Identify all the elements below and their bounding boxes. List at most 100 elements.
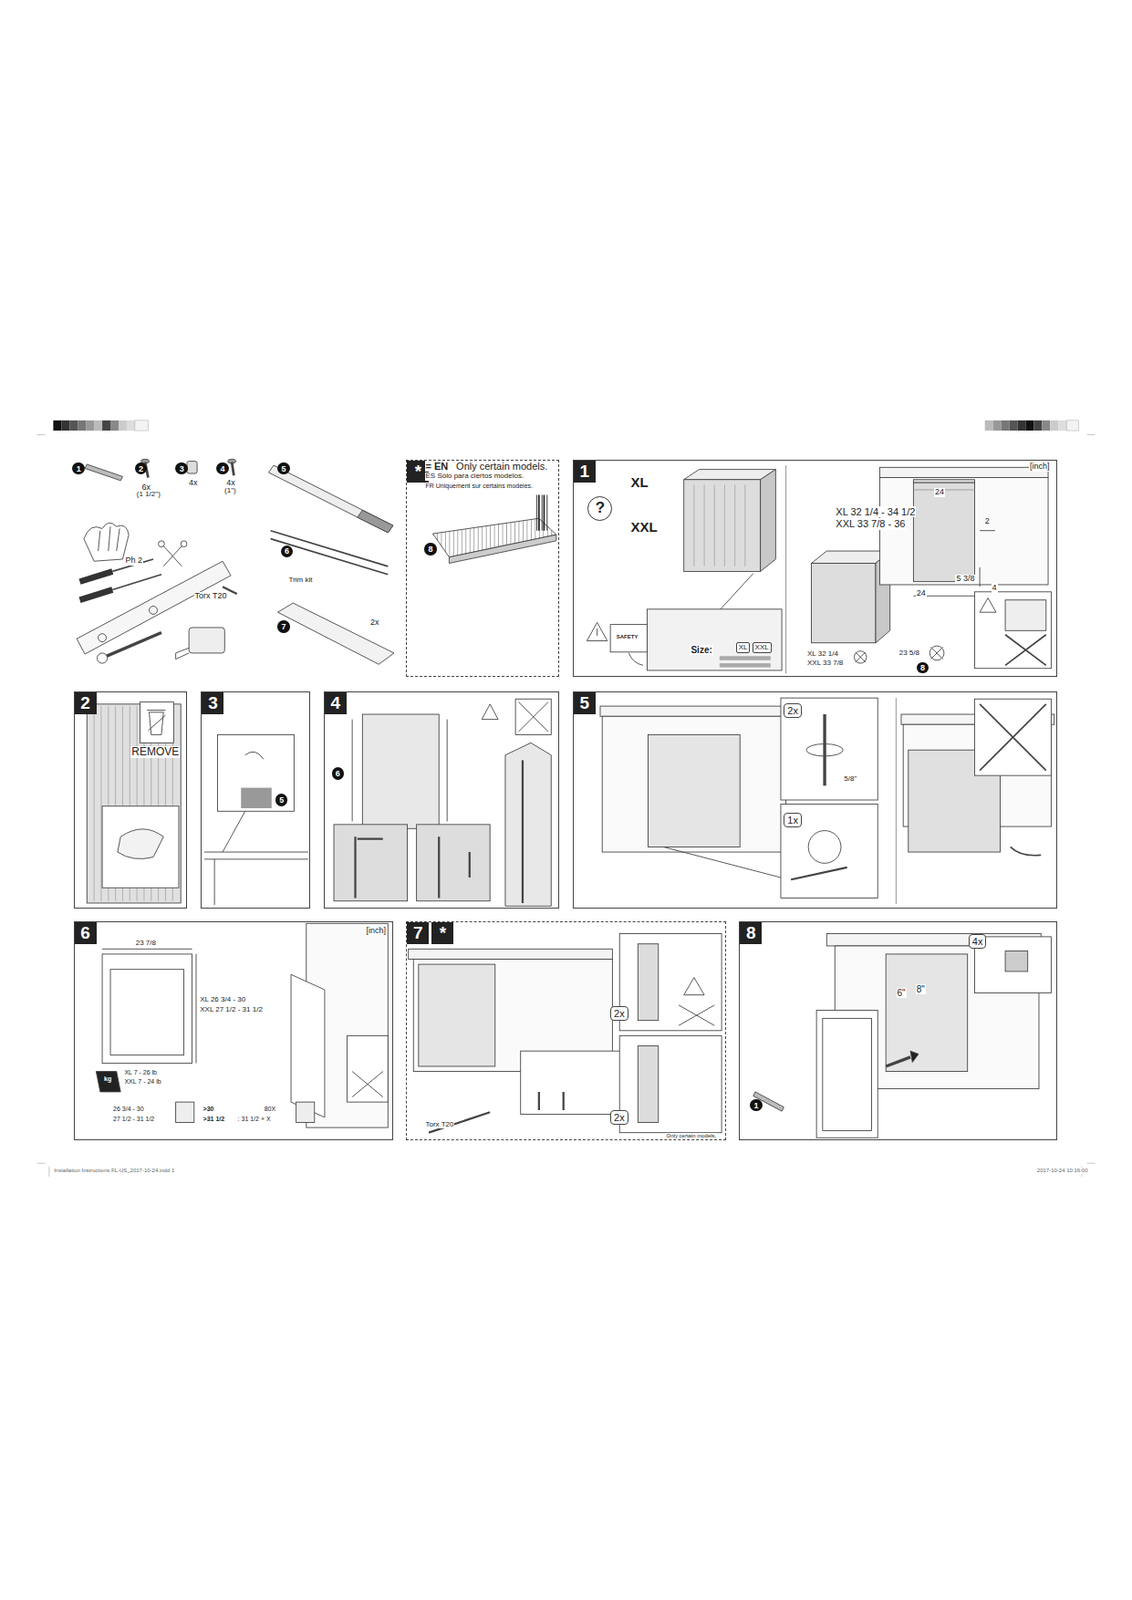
step-7-drawing	[408, 934, 722, 1133]
step-4-drawing-part	[362, 714, 439, 829]
step-7-drawing-part	[637, 1046, 658, 1123]
color-bar-part	[1025, 420, 1034, 431]
annotation-label: (1 1/2")	[135, 490, 162, 499]
node-text: 4x	[972, 935, 984, 947]
step-3-drawing-part	[204, 858, 309, 860]
step-4-drawing-part	[505, 742, 551, 906]
color-bar-part	[52, 420, 62, 431]
step-6-drawing-part	[102, 948, 192, 950]
annotation-label: XL 32 1/4 - 34 1/2	[834, 506, 916, 518]
step-5-drawing-part	[648, 734, 741, 847]
callout-number: 6	[332, 767, 344, 779]
step-6-drawing-part	[176, 1101, 195, 1122]
color-bar-part	[93, 420, 103, 431]
color-bar-part	[1009, 420, 1018, 431]
annotation-label: 6"	[896, 987, 907, 998]
step-5-drawing-part	[895, 697, 897, 904]
callout-number: 5	[277, 462, 290, 475]
node-text: 5	[279, 795, 284, 805]
step-panel: 1?XLXXL8	[572, 459, 1059, 677]
annotation-label: Size:	[689, 644, 713, 655]
grille-drawing	[433, 495, 557, 564]
parts-drawing-part	[103, 633, 162, 658]
annotation-label: 27 1/2 - 31 1/2	[112, 1115, 156, 1123]
count-tag: 1x	[783, 812, 802, 828]
step-5-drawing-part	[979, 704, 1047, 771]
step-4-drawing-part	[518, 702, 548, 732]
annotation-label: 23 5/8	[898, 649, 921, 658]
step-number: 3	[201, 692, 224, 715]
step-1-drawing-part	[979, 529, 996, 531]
step-1-drawing-part	[930, 646, 943, 659]
step-4-drawing-part	[515, 698, 551, 735]
parts-drawing-part	[98, 633, 107, 643]
crop-mark-part	[36, 434, 45, 436]
step-4-drawing-part	[521, 759, 524, 904]
step-1-drawing-part	[811, 562, 876, 643]
step-1-drawing-part	[694, 484, 746, 566]
parts-drawing-part	[357, 509, 394, 533]
annotation-label: XXL	[629, 519, 658, 536]
parts-drawing-part	[158, 540, 166, 548]
parts-drawing	[76, 458, 395, 665]
grille-drawing-part-part	[546, 495, 548, 531]
callout-number: 8	[424, 542, 437, 555]
step-7-drawing-part	[684, 977, 705, 996]
node-text: XXL	[755, 643, 769, 652]
annotation-label: Only certain models.	[665, 1132, 718, 1140]
annotation-label: (1")	[223, 487, 238, 496]
step-5-drawing-part	[822, 714, 826, 786]
node-text: 3	[179, 464, 185, 474]
step-7-drawing-part	[418, 964, 496, 1067]
annotation-label: 24	[934, 488, 946, 498]
step-1-drawing-part	[855, 652, 866, 663]
annotation-label: 4	[991, 583, 998, 593]
annotation-label: Torx T20	[194, 591, 229, 602]
step-7-drawing-part	[520, 1050, 624, 1114]
step-3-drawing-part	[245, 751, 264, 759]
node-text: 2x	[787, 705, 799, 717]
node-text: 2	[138, 464, 144, 474]
step-4-drawing	[333, 698, 551, 906]
step-8-drawing-part	[822, 1017, 873, 1131]
color-bar-part	[1033, 420, 1042, 431]
color-bar-part	[1001, 420, 1010, 431]
step-6-drawing-part	[102, 954, 192, 1064]
parts-drawing-part	[79, 590, 113, 601]
step-1-drawing-part	[719, 663, 771, 667]
step-7-drawing-part	[539, 1091, 564, 1111]
annotation-label: : 31 1/2 + X	[237, 1115, 272, 1123]
node-text: 4	[219, 464, 225, 474]
step-3-drawing-part	[217, 734, 294, 811]
annotation-label: Only certain models.	[455, 460, 549, 472]
count-tag: 4x	[968, 934, 987, 949]
parts-drawing-part	[231, 462, 234, 477]
step-8-drawing-part	[816, 1009, 878, 1138]
color-bar-part	[993, 420, 1002, 431]
callout-number: 5	[275, 793, 288, 806]
step-8-drawing-part	[753, 1091, 785, 1112]
step-8-drawing	[753, 934, 1052, 1139]
annotation-label: 23 7/8	[135, 939, 157, 948]
node-text: 1x	[787, 814, 799, 826]
crop-mark-part	[36, 1163, 45, 1164]
annotation-label: = EN	[425, 460, 450, 472]
step-3-drawing-part	[240, 788, 272, 809]
annotation-label: XL 26 3/4 - 30	[198, 996, 247, 1005]
parts-drawing-part	[176, 647, 190, 659]
step-number: 8	[739, 922, 762, 945]
callout-number: 1	[749, 1099, 762, 1112]
step-8-drawing-part	[975, 936, 1052, 994]
callout-number: 6	[280, 545, 293, 558]
annotation-label: 2x	[369, 618, 381, 628]
annotation-label: Trim kit	[288, 576, 314, 585]
color-bar-part	[1066, 420, 1079, 431]
crop-mark-part	[48, 1166, 50, 1177]
step-5-drawing-part	[600, 706, 790, 717]
node-text: 8	[428, 544, 434, 554]
step-8-drawing-part	[910, 1050, 919, 1062]
step-1-drawing-part	[785, 465, 787, 674]
parts-drawing-part	[180, 540, 187, 548]
annotation-label: kg	[103, 1075, 113, 1083]
step-3-drawing	[204, 734, 309, 905]
